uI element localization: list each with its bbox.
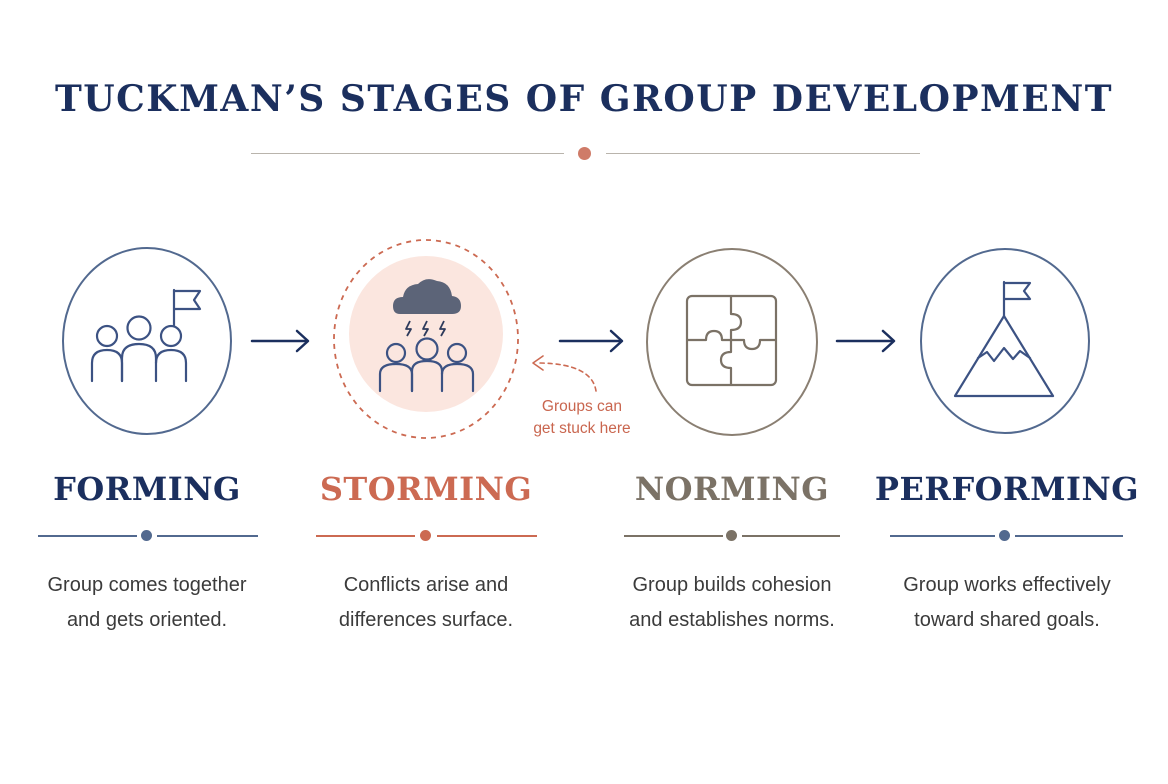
stage-name-storming: STORMING xyxy=(319,470,533,508)
stage-name-forming: FORMING xyxy=(53,470,241,508)
title-divider-right xyxy=(606,153,920,154)
arrow-1 xyxy=(250,329,310,353)
storming-desc-line-1: Conflicts arise and xyxy=(343,574,509,596)
performing-icon-circle xyxy=(920,248,1090,434)
arrow-2 xyxy=(558,329,624,353)
stuck-note: Groups can get stuck here xyxy=(519,396,645,440)
forming-desc-line-2: and gets oriented. xyxy=(66,609,228,631)
title-divider-dot xyxy=(578,147,591,160)
storming-divider-right xyxy=(437,535,537,537)
forming-desc-line-1: Group comes together xyxy=(47,574,247,596)
performing-desc-line-1: Group works effectively xyxy=(903,574,1111,596)
performing-divider-right xyxy=(1015,535,1123,537)
storming-divider-left xyxy=(316,535,415,537)
stuck-note-line-2: get stuck here xyxy=(533,420,631,437)
norming-desc-line-2: and establishes norms. xyxy=(629,609,835,631)
norming-divider-left xyxy=(624,535,723,537)
storm-cloud-people-icon xyxy=(378,279,475,393)
norming-description: Group builds cohesion and establishes no… xyxy=(592,568,872,638)
performing-desc-line-2: toward shared goals. xyxy=(914,609,1100,631)
performing-divider-left xyxy=(890,535,995,537)
forming-divider-right xyxy=(157,535,258,537)
forming-divider-dot xyxy=(141,530,152,541)
stuck-note-arrow xyxy=(532,355,597,392)
storming-desc-line-2: differences surface. xyxy=(338,609,514,631)
norming-divider-dot xyxy=(726,530,737,541)
title-divider-left xyxy=(251,153,564,154)
people-with-flag-icon xyxy=(90,288,202,383)
storming-description: Conflicts arise and differences surface. xyxy=(286,568,566,638)
arrow-3 xyxy=(835,329,896,353)
performing-description: Group works effectively toward shared go… xyxy=(867,568,1147,638)
stage-name-performing: PERFORMING xyxy=(874,470,1140,508)
norming-desc-line-1: Group builds cohesion xyxy=(632,574,832,596)
norming-divider-right xyxy=(742,535,840,537)
performing-divider-dot xyxy=(999,530,1010,541)
puzzle-icon xyxy=(685,294,778,387)
forming-description: Group comes together and gets oriented. xyxy=(7,568,287,638)
mountain-flag-icon xyxy=(953,280,1055,398)
forming-icon-circle xyxy=(62,247,232,435)
storming-divider-dot xyxy=(420,530,431,541)
forming-divider-left xyxy=(38,535,137,537)
stuck-note-line-1: Groups can xyxy=(541,398,623,415)
stage-name-norming: NORMING xyxy=(634,470,830,508)
norming-icon-circle xyxy=(646,248,818,436)
page-title: TUCKMAN’S STAGES OF GROUP DEVELOPMENT xyxy=(54,78,1114,120)
